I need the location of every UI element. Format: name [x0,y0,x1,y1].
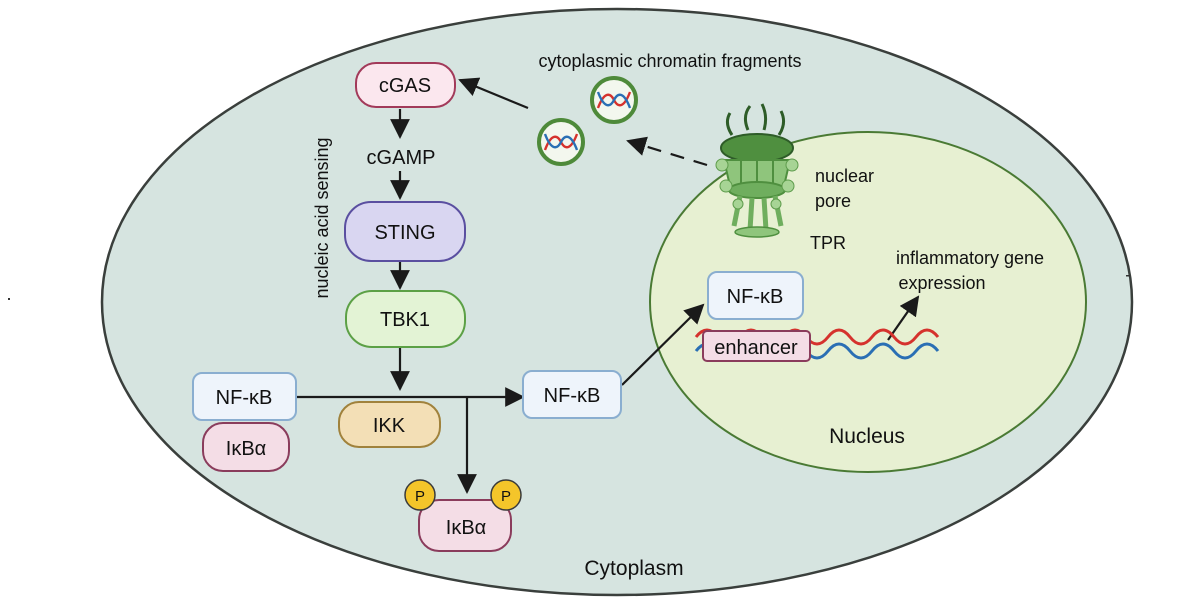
nuclear-pore-icon [715,103,799,238]
dashed-arrow-pore-to-fragments [626,136,708,167]
ikba-bound-node [202,422,290,472]
arrow-fragments-to-cgas [458,77,529,110]
nfkb-nuclear-label: NF-κB [727,286,784,308]
chromatin-fragment-bottom [537,118,585,166]
phosphate-label-right: P [501,488,511,505]
gene-expression-label-line1: inflammatory gene [896,248,1044,268]
cgas-label: cGAS [379,75,431,97]
pathway-arrows [296,77,920,494]
ikk-label: IKK [373,415,406,437]
nucleic-acid-sensing-label: nucleic acid sensing [312,137,332,298]
nuclear-pore-label-line2: pore [815,191,851,211]
sting-label: STING [374,222,435,244]
tpr-label: TPR [810,233,846,253]
arrow-gene-expression [887,295,920,341]
ikk-node [338,401,441,448]
chromatin-fragments-label: cytoplasmic chromatin fragments [538,51,801,71]
tbk1-node [345,290,466,348]
arrow-nfkb-translocation [621,303,705,386]
nfkb-free-label: NF-κB [544,385,601,407]
ikba-phosphorylated-node [418,499,512,552]
ikba-phosphorylated-label: IκBα [446,517,486,539]
stray-dot-left [8,298,10,300]
nfkb-bound-label: NF-κB [216,387,273,409]
chromatin-fragment-top [590,76,638,124]
nfkb-nuclear-node [707,271,804,320]
cgamp-label: cGAMP [367,147,436,169]
nuclear-pore-label-line1: nuclear [815,166,874,186]
nfkb-free-node [522,370,622,419]
phosphate-badge-left [404,479,436,511]
sting-node [344,201,466,262]
enhancer-label: enhancer [714,337,798,359]
ikba-bound-label: IκBα [226,438,266,460]
phosphate-badge-right [490,479,522,511]
nucleus-region [649,131,1087,473]
nfkb-bound-node [192,372,297,421]
cgas-node [355,62,456,108]
gene-expression-label-line2: expression [898,273,985,293]
phosphate-label-left: P [415,488,425,505]
tbk1-label: TBK1 [380,309,430,331]
stray-dash-right [1126,275,1130,277]
nucleus-label: Nucleus [829,425,905,448]
cytoplasm-label: Cytoplasm [584,557,683,580]
enhancer-node [702,330,811,362]
